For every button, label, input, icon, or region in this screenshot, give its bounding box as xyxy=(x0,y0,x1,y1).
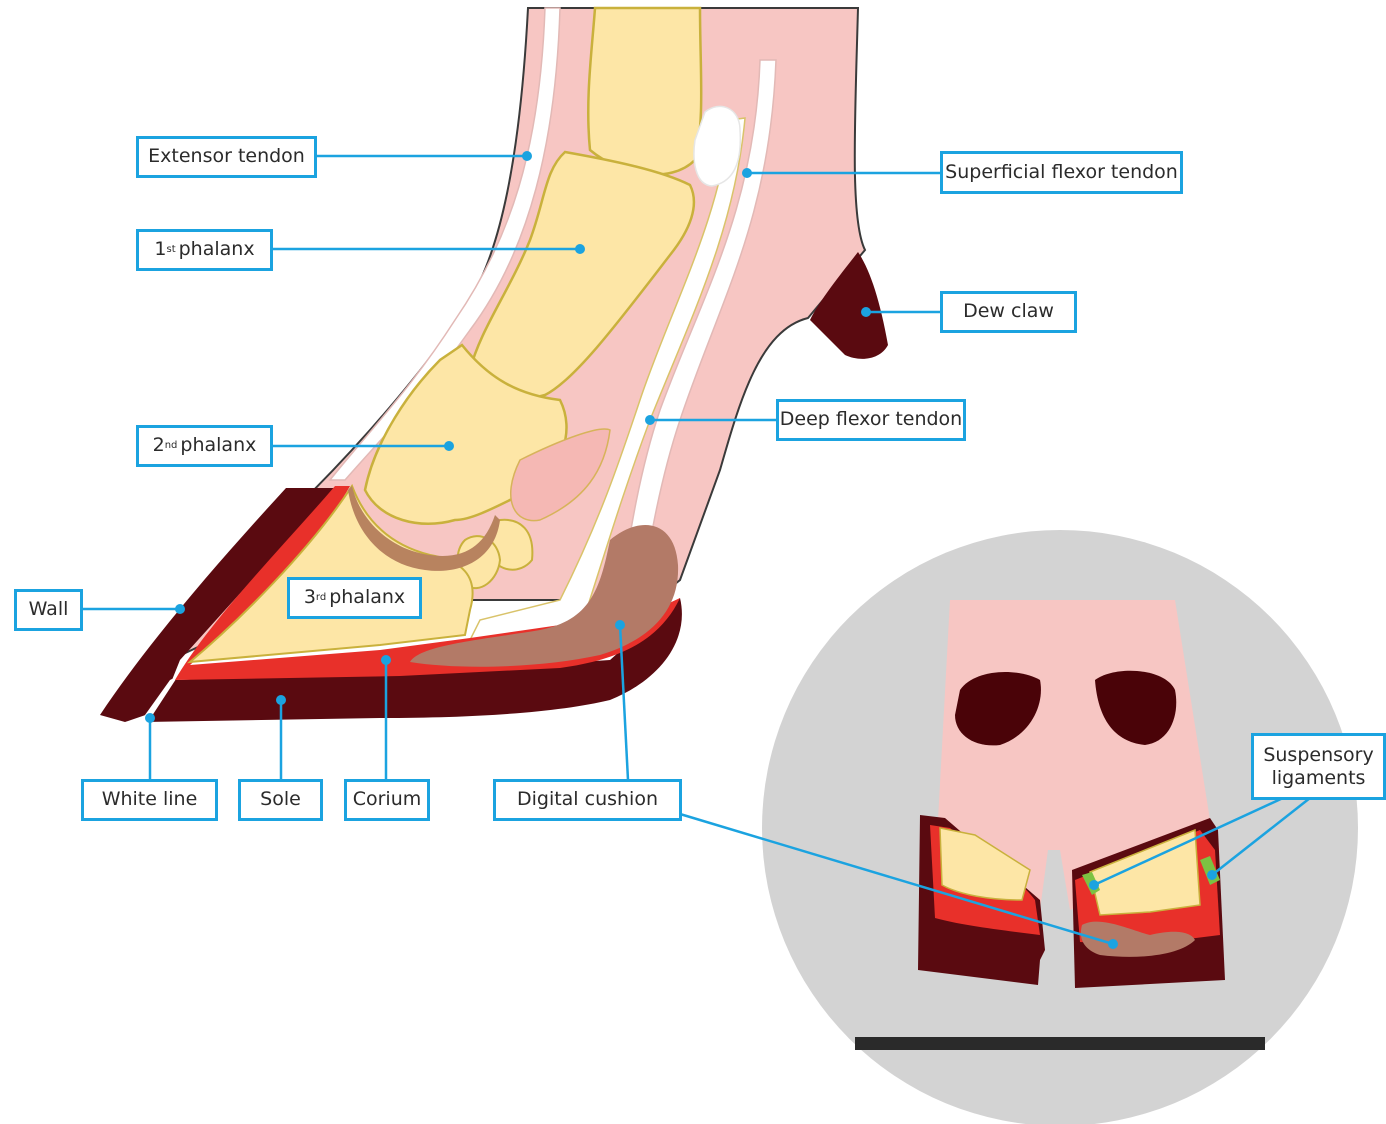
label-corium: Corium xyxy=(344,779,430,821)
label-extensor-tendon-text: Extensor tendon xyxy=(148,146,305,168)
cannon-bone xyxy=(588,8,701,174)
label-extensor-tendon: Extensor tendon xyxy=(136,136,317,178)
label-superficial-flexor-tendon: Superficial flexor tendon xyxy=(940,151,1183,194)
label-suspensory-ligaments-line2: ligaments xyxy=(1272,767,1366,790)
label-sole: Sole xyxy=(238,779,323,821)
label-superficial-flexor-tendon-text: Superficial flexor tendon xyxy=(945,162,1178,184)
ground-line xyxy=(855,1037,1265,1050)
label-second-phalanx-number: 2 xyxy=(153,435,165,457)
label-digital-cushion: Digital cushion xyxy=(493,779,682,821)
label-suspensory-ligaments: Suspensory ligaments xyxy=(1251,733,1386,800)
label-second-phalanx-suffix: nd xyxy=(165,440,178,452)
label-first-phalanx-number: 1 xyxy=(154,239,166,261)
label-wall: Wall xyxy=(14,589,83,631)
label-digital-cushion-text: Digital cushion xyxy=(517,789,658,811)
label-sole-text: Sole xyxy=(260,789,301,811)
label-first-phalanx-suffix: st xyxy=(166,244,175,256)
label-wall-text: Wall xyxy=(29,599,69,621)
label-white-line: White line xyxy=(81,779,218,821)
label-deep-flexor-tendon-text: Deep flexor tendon xyxy=(780,409,962,431)
label-second-phalanx-word: phalanx xyxy=(180,435,256,457)
label-suspensory-ligaments-line1: Suspensory xyxy=(1263,744,1373,767)
label-corium-text: Corium xyxy=(353,789,422,811)
label-dew-claw: Dew claw xyxy=(940,291,1077,333)
label-dew-claw-text: Dew claw xyxy=(963,301,1054,323)
label-third-phalanx-number: 3 xyxy=(304,587,316,609)
label-first-phalanx-word: phalanx xyxy=(179,239,255,261)
label-third-phalanx-suffix: rd xyxy=(316,592,326,604)
label-deep-flexor-tendon: Deep flexor tendon xyxy=(776,399,966,441)
label-white-line-text: White line xyxy=(102,789,198,811)
label-third-phalanx-word: phalanx xyxy=(329,587,405,609)
